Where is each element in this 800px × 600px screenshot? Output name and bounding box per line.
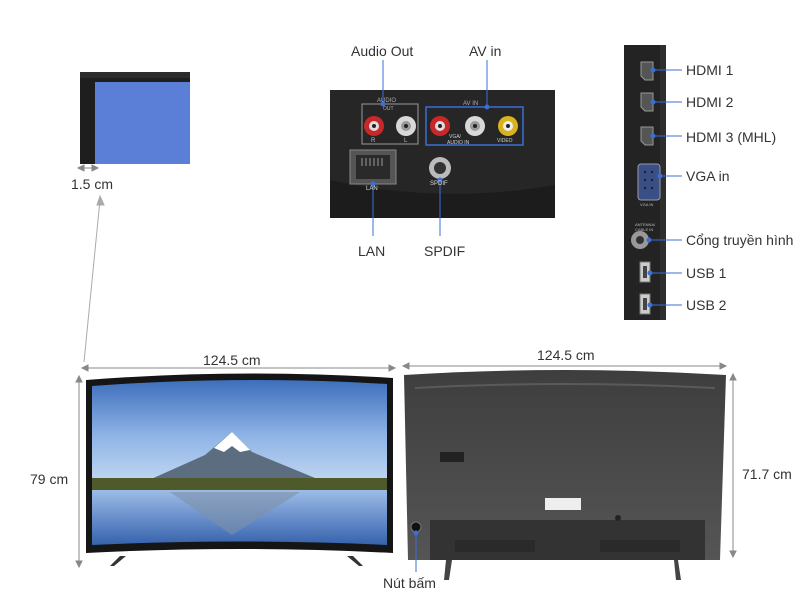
- port-label-usb-1: USB 1: [686, 265, 727, 281]
- back-height-arrow: [729, 372, 737, 559]
- printed-antenna: ANTENNA/: [635, 222, 656, 227]
- vga-port: [637, 163, 661, 201]
- port-label-hdmi-2: HDMI 2: [686, 94, 734, 110]
- printed-video: VIDEO: [497, 138, 513, 144]
- hdmi-3-port: [640, 126, 654, 146]
- printed-lan: LAN: [366, 186, 378, 192]
- front-width-label: 124.5 cm: [203, 352, 261, 368]
- av-in-group-box: [425, 106, 524, 146]
- front-height-arrow: [75, 374, 83, 569]
- printed-out: OUT: [383, 106, 394, 112]
- button-label: Nút bấm: [383, 575, 436, 591]
- front-height-label: 79 cm: [30, 471, 69, 487]
- mountain: [140, 432, 370, 488]
- audio-out-label: Audio Out: [351, 43, 414, 59]
- rear-panel-leader-lines: [370, 60, 490, 236]
- printed-audio-in: AUDIO IN: [447, 140, 470, 146]
- side-panel-photo: [624, 45, 666, 320]
- button-leader-line: [413, 530, 419, 572]
- back-width-label: 124.5 cm: [537, 347, 595, 363]
- port-label-hdmi-3: HDMI 3 (MHL): [686, 129, 777, 145]
- port-label-hdmi-1: HDMI 1: [686, 62, 734, 78]
- hdmi-2-port: [640, 92, 654, 112]
- printed-spdif: SPDIF: [430, 181, 448, 187]
- bezel-detail: [80, 72, 190, 164]
- port-label-usb-2: USB 2: [686, 297, 727, 313]
- port-label-vga: VGA in: [686, 168, 730, 184]
- av-in-label: AV in: [469, 43, 502, 59]
- bezel-dimension-label: 1.5 cm: [71, 176, 114, 192]
- front-width-arrow: [80, 364, 397, 372]
- printed-l: L: [404, 138, 408, 144]
- printed-vga: VGA IN: [640, 202, 654, 207]
- hdmi-1-port: [640, 61, 654, 81]
- back-width-arrow: [401, 362, 728, 370]
- printed-vga-audio: VGA/: [449, 134, 461, 140]
- spdif-label: SPDIF: [424, 243, 466, 259]
- printed-r: R: [371, 138, 376, 144]
- front-tv: [86, 373, 393, 566]
- bezel-leader-line: [83, 194, 105, 363]
- printed-av-in: AV IN: [463, 101, 479, 107]
- lan-label: LAN: [358, 243, 386, 259]
- printed-cable: CABLE IN: [635, 227, 654, 232]
- bezel-width-arrow: [76, 164, 100, 172]
- back-height-label: 71.7 cm: [742, 466, 792, 482]
- side-panel-leader-lines: [646, 67, 682, 308]
- back-tv: [404, 370, 726, 580]
- rear-panel-photo: [330, 90, 555, 218]
- printed-audio: AUDIO: [377, 98, 397, 104]
- port-label-antenna: Cổng truyền hình: [686, 232, 794, 248]
- audio-out-group-box: [361, 103, 419, 145]
